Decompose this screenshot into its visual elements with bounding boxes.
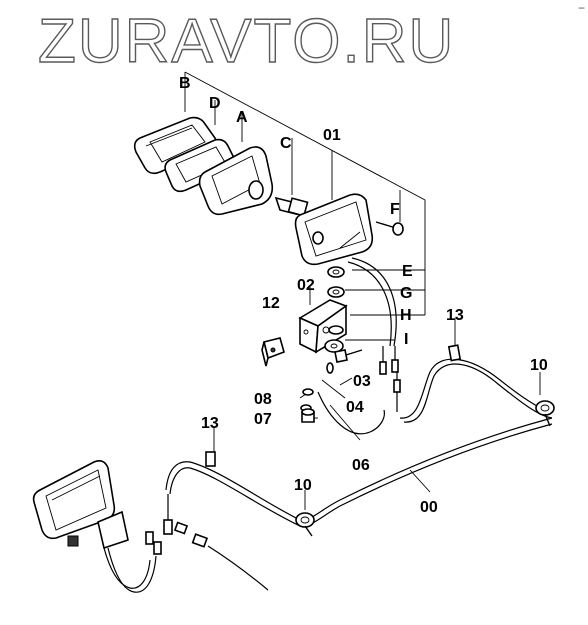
label-h: H <box>400 307 412 324</box>
bolt-03 <box>334 349 363 363</box>
label-01: 01 <box>323 127 341 144</box>
label-07: 07 <box>254 411 272 428</box>
lock-washer-04 <box>326 362 334 374</box>
connectors-03 <box>379 346 401 412</box>
nut-i <box>324 339 344 353</box>
lower-connectors <box>145 494 269 591</box>
lamp-wire <box>347 257 397 347</box>
housing-a <box>198 146 274 216</box>
washer-h <box>328 325 344 335</box>
label-13-lower: 13 <box>201 415 219 432</box>
washer-08 <box>302 388 314 396</box>
label-02: 02 <box>297 277 315 294</box>
label-08: 08 <box>254 391 272 408</box>
label-10-lower: 10 <box>294 477 312 494</box>
label-04: 04 <box>346 399 364 416</box>
label-c: C <box>280 135 292 152</box>
washer-g <box>327 286 345 298</box>
label-f: F <box>390 201 400 218</box>
label-12: 12 <box>262 295 280 312</box>
work-lamp-assembly <box>32 460 157 593</box>
bulb-c <box>274 196 313 217</box>
nut-e <box>327 266 345 278</box>
label-g: G <box>400 285 412 302</box>
bolt-07 <box>301 408 315 423</box>
label-13-upper: 13 <box>446 307 464 324</box>
label-06: 06 <box>352 457 370 474</box>
label-i: I <box>404 331 408 348</box>
label-10-right: 10 <box>530 357 548 374</box>
rubber-block-12 <box>261 337 285 367</box>
label-03: 03 <box>353 373 371 390</box>
label-00: 00 <box>420 499 438 516</box>
harness-00 <box>165 358 553 527</box>
part-labels: B D A C 01 F E G 02 H 12 13 I 10 03 08 0… <box>179 75 548 516</box>
label-d: D <box>209 95 221 112</box>
corner-mark: − <box>578 1 585 15</box>
label-e: E <box>402 263 413 280</box>
watermark-text: ZURAVTO.RU <box>38 7 455 76</box>
clip-13-upper <box>447 344 462 362</box>
wire-06 <box>317 391 385 435</box>
lamp-body-01 <box>294 193 374 266</box>
clip-13-lower <box>205 451 216 467</box>
label-a: A <box>236 109 248 126</box>
clamp-10-lower <box>295 512 315 537</box>
clamp-10-right <box>535 400 555 427</box>
label-b: B <box>179 75 191 92</box>
screw-f <box>375 221 404 236</box>
